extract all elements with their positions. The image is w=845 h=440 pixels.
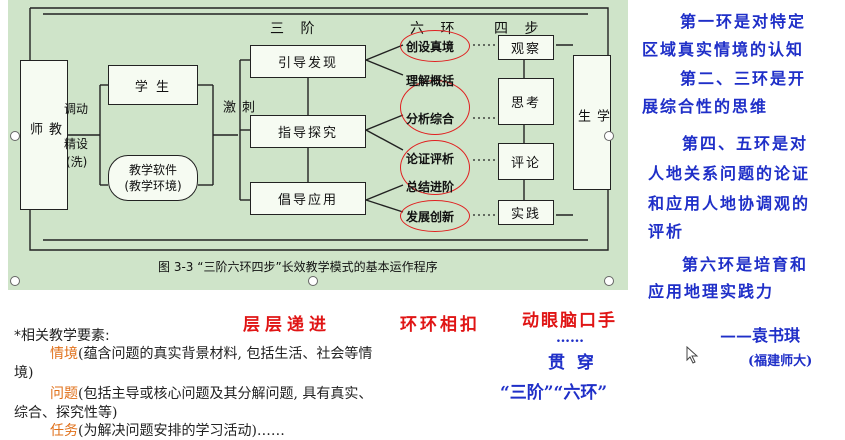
element-row-1: 情境(蕴含问题的真实背景材料, 包括生活、社会等情 <box>14 343 372 363</box>
guanchuan-title: 贯 穿 <box>548 353 594 373</box>
element-key-3: 任务 <box>50 423 78 439</box>
stage-1-box: 引导发现 <box>250 45 366 78</box>
element-row-3: 任务(为解决问题安排的学习活动)…… <box>14 420 285 440</box>
element-text-2: (包括主导或核心问题及其分解问题, 具有真实、 <box>78 386 373 402</box>
diagram-connectors <box>29 7 609 251</box>
note-line-9: 第六环是培育和 <box>682 255 809 274</box>
step-3-box: 评论 <box>498 143 554 180</box>
note-line-4: 展综合性的思维 <box>642 97 769 116</box>
element-key-2: 问题 <box>50 386 78 402</box>
stage-header-san-jie: 三 阶 <box>270 21 321 37</box>
step-4-box: 实践 <box>498 200 554 225</box>
resize-handle-bottom-right[interactable] <box>604 276 614 286</box>
student-box: 学 生 <box>108 65 198 105</box>
note-line-5: 第四、五环是对 <box>682 134 809 153</box>
note-line-3: 第二、三环是开 <box>680 69 807 88</box>
drive-label-xian: (洗) <box>66 155 88 169</box>
diagram-figure: 三 阶 六 环 四 步 教 师 学 生 调动 精设 (洗) 学 生 教学软件 (… <box>8 0 628 290</box>
ring-highlight-3 <box>400 140 470 195</box>
ring-highlight-2 <box>400 80 470 135</box>
element-cont-1: 境) <box>14 365 34 381</box>
note-line-7: 和应用人地协调观的 <box>648 194 811 213</box>
ring-label-1: 创设真境 <box>406 40 455 54</box>
guanchuan-sub: “三阶”“六环” <box>500 383 608 403</box>
element-key-1: 情境 <box>50 346 78 362</box>
note-line-1: 第一环是对特定 <box>680 12 807 31</box>
slogan-cengceng: 层层递进 <box>243 315 331 335</box>
resize-handle-bottom[interactable] <box>308 276 318 286</box>
author-name: ——袁书琪 <box>720 326 801 345</box>
stage-header-si-bu: 四 步 <box>494 21 545 37</box>
stage-2-box: 指导探究 <box>250 115 366 148</box>
step-2-box: 思考 <box>498 78 554 125</box>
resize-handle-right[interactable] <box>604 131 614 141</box>
teacher-box: 教 师 <box>20 60 68 210</box>
resize-handle-bottom-left[interactable] <box>10 276 20 286</box>
element-cont-2: 综合、探究性等) <box>14 405 118 421</box>
resize-handle-left[interactable] <box>10 131 20 141</box>
software-box: 教学软件 (教学环境) <box>108 155 198 201</box>
ring-label-4: 论证评析 <box>406 152 455 166</box>
ring-label-3: 分析综合 <box>406 112 455 126</box>
element-row-2: 问题(包括主导或核心问题及其分解问题, 具有真实、 <box>14 383 372 403</box>
step-1-box: 观察 <box>498 35 554 60</box>
mouse-cursor-icon <box>686 346 699 364</box>
student-right-box: 学 生 <box>573 55 611 190</box>
drive-label-jingshe: 精设 <box>64 137 89 151</box>
element-text-1: (蕴含问题的真实背景材料, 包括生活、社会等情 <box>78 346 373 362</box>
element-text-3: (为解决问题安排的学习活动)…… <box>78 423 285 439</box>
elements-header: *相关教学要素: <box>14 328 110 344</box>
note-line-2: 区域真实情境的认知 <box>642 40 805 59</box>
ring-label-2: 理解概括 <box>406 74 455 88</box>
ring-label-6: 发展创新 <box>406 210 455 224</box>
guanchuan-dots: …… <box>556 330 584 346</box>
ring-highlight-1 <box>400 30 470 62</box>
note-line-10: 应用地理实践力 <box>648 282 775 301</box>
slogan-dongyan: 动眼脑口手 <box>522 311 617 331</box>
drive-label-tiaodong: 调动 <box>64 102 89 116</box>
figure-caption: 图 3-3 “三阶六环四步”长效教学模式的基本运作程序 <box>158 260 438 274</box>
note-line-6: 人地关系问题的论证 <box>648 164 811 183</box>
author-org: (福建师大) <box>748 354 813 369</box>
ring-label-5: 总结进阶 <box>406 180 455 194</box>
ring-highlight-4 <box>400 200 470 232</box>
slogan-huanhuan: 环环相扣 <box>400 315 480 335</box>
stage-3-box: 倡导应用 <box>250 182 366 215</box>
note-line-8: 评析 <box>648 222 685 241</box>
